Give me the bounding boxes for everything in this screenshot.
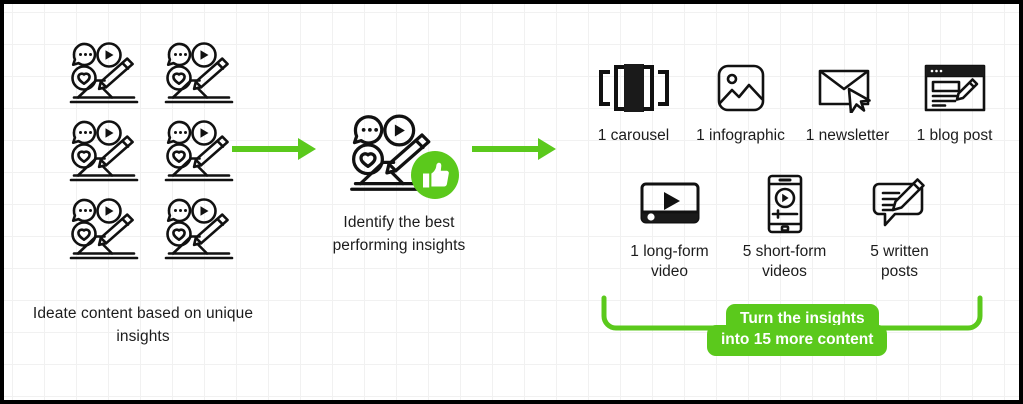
- output-item-newsletter: 1 newsletter: [794, 56, 901, 146]
- center-insight-block: [310, 109, 488, 199]
- ideate-caption: Ideate content based on unique insights: [32, 305, 254, 345]
- flow-arrow-2: [472, 134, 562, 169]
- output-item-short-form-videos: 5 short-form videos: [727, 172, 842, 282]
- content-ideation-icon: [64, 116, 144, 186]
- output-item-long-form-video: 1 long-form video: [612, 172, 727, 282]
- content-ideation-icon: [159, 194, 239, 264]
- blog-post-icon: [923, 56, 987, 120]
- content-ideation-icon: [64, 194, 144, 264]
- thumbs-up-badge: [411, 151, 459, 199]
- output-label: 1 blog post: [916, 127, 993, 144]
- output-label: 1 newsletter: [805, 127, 890, 144]
- output-label: 1 carousel: [597, 127, 670, 144]
- output-label: 5 written posts: [870, 243, 929, 280]
- output-row-top: 1 carousel 1 infographic 1 newslette: [580, 56, 1008, 146]
- flow-arrow-1: [232, 134, 322, 169]
- content-ideation-icon: [159, 116, 239, 186]
- output-item-carousel: 1 carousel: [580, 56, 687, 146]
- output-item-infographic: 1 infographic: [687, 56, 794, 146]
- short-form-video-icon: [765, 172, 805, 236]
- newsletter-icon: [817, 56, 879, 120]
- long-form-video-icon: [639, 172, 701, 236]
- content-ideation-icon: [64, 38, 144, 108]
- written-post-icon: [871, 172, 929, 236]
- output-row-bottom: 1 long-form video 5 short-form videos: [612, 172, 957, 282]
- output-label: 1 infographic: [696, 127, 785, 144]
- output-label: 1 long-form video: [630, 243, 709, 280]
- content-ideation-icon: [159, 38, 239, 108]
- summary-pill-line-2: into 15 more content: [707, 325, 888, 356]
- carousel-icon: [596, 56, 672, 120]
- output-item-blog-post: 1 blog post: [901, 56, 1008, 146]
- infographic-icon: [716, 56, 766, 120]
- center-caption: Identify the best performing insights: [332, 214, 466, 254]
- output-item-written-posts: 5 written posts: [842, 172, 957, 282]
- ideate-icon-grid: [56, 34, 246, 268]
- output-label: 5 short-form videos: [742, 243, 827, 280]
